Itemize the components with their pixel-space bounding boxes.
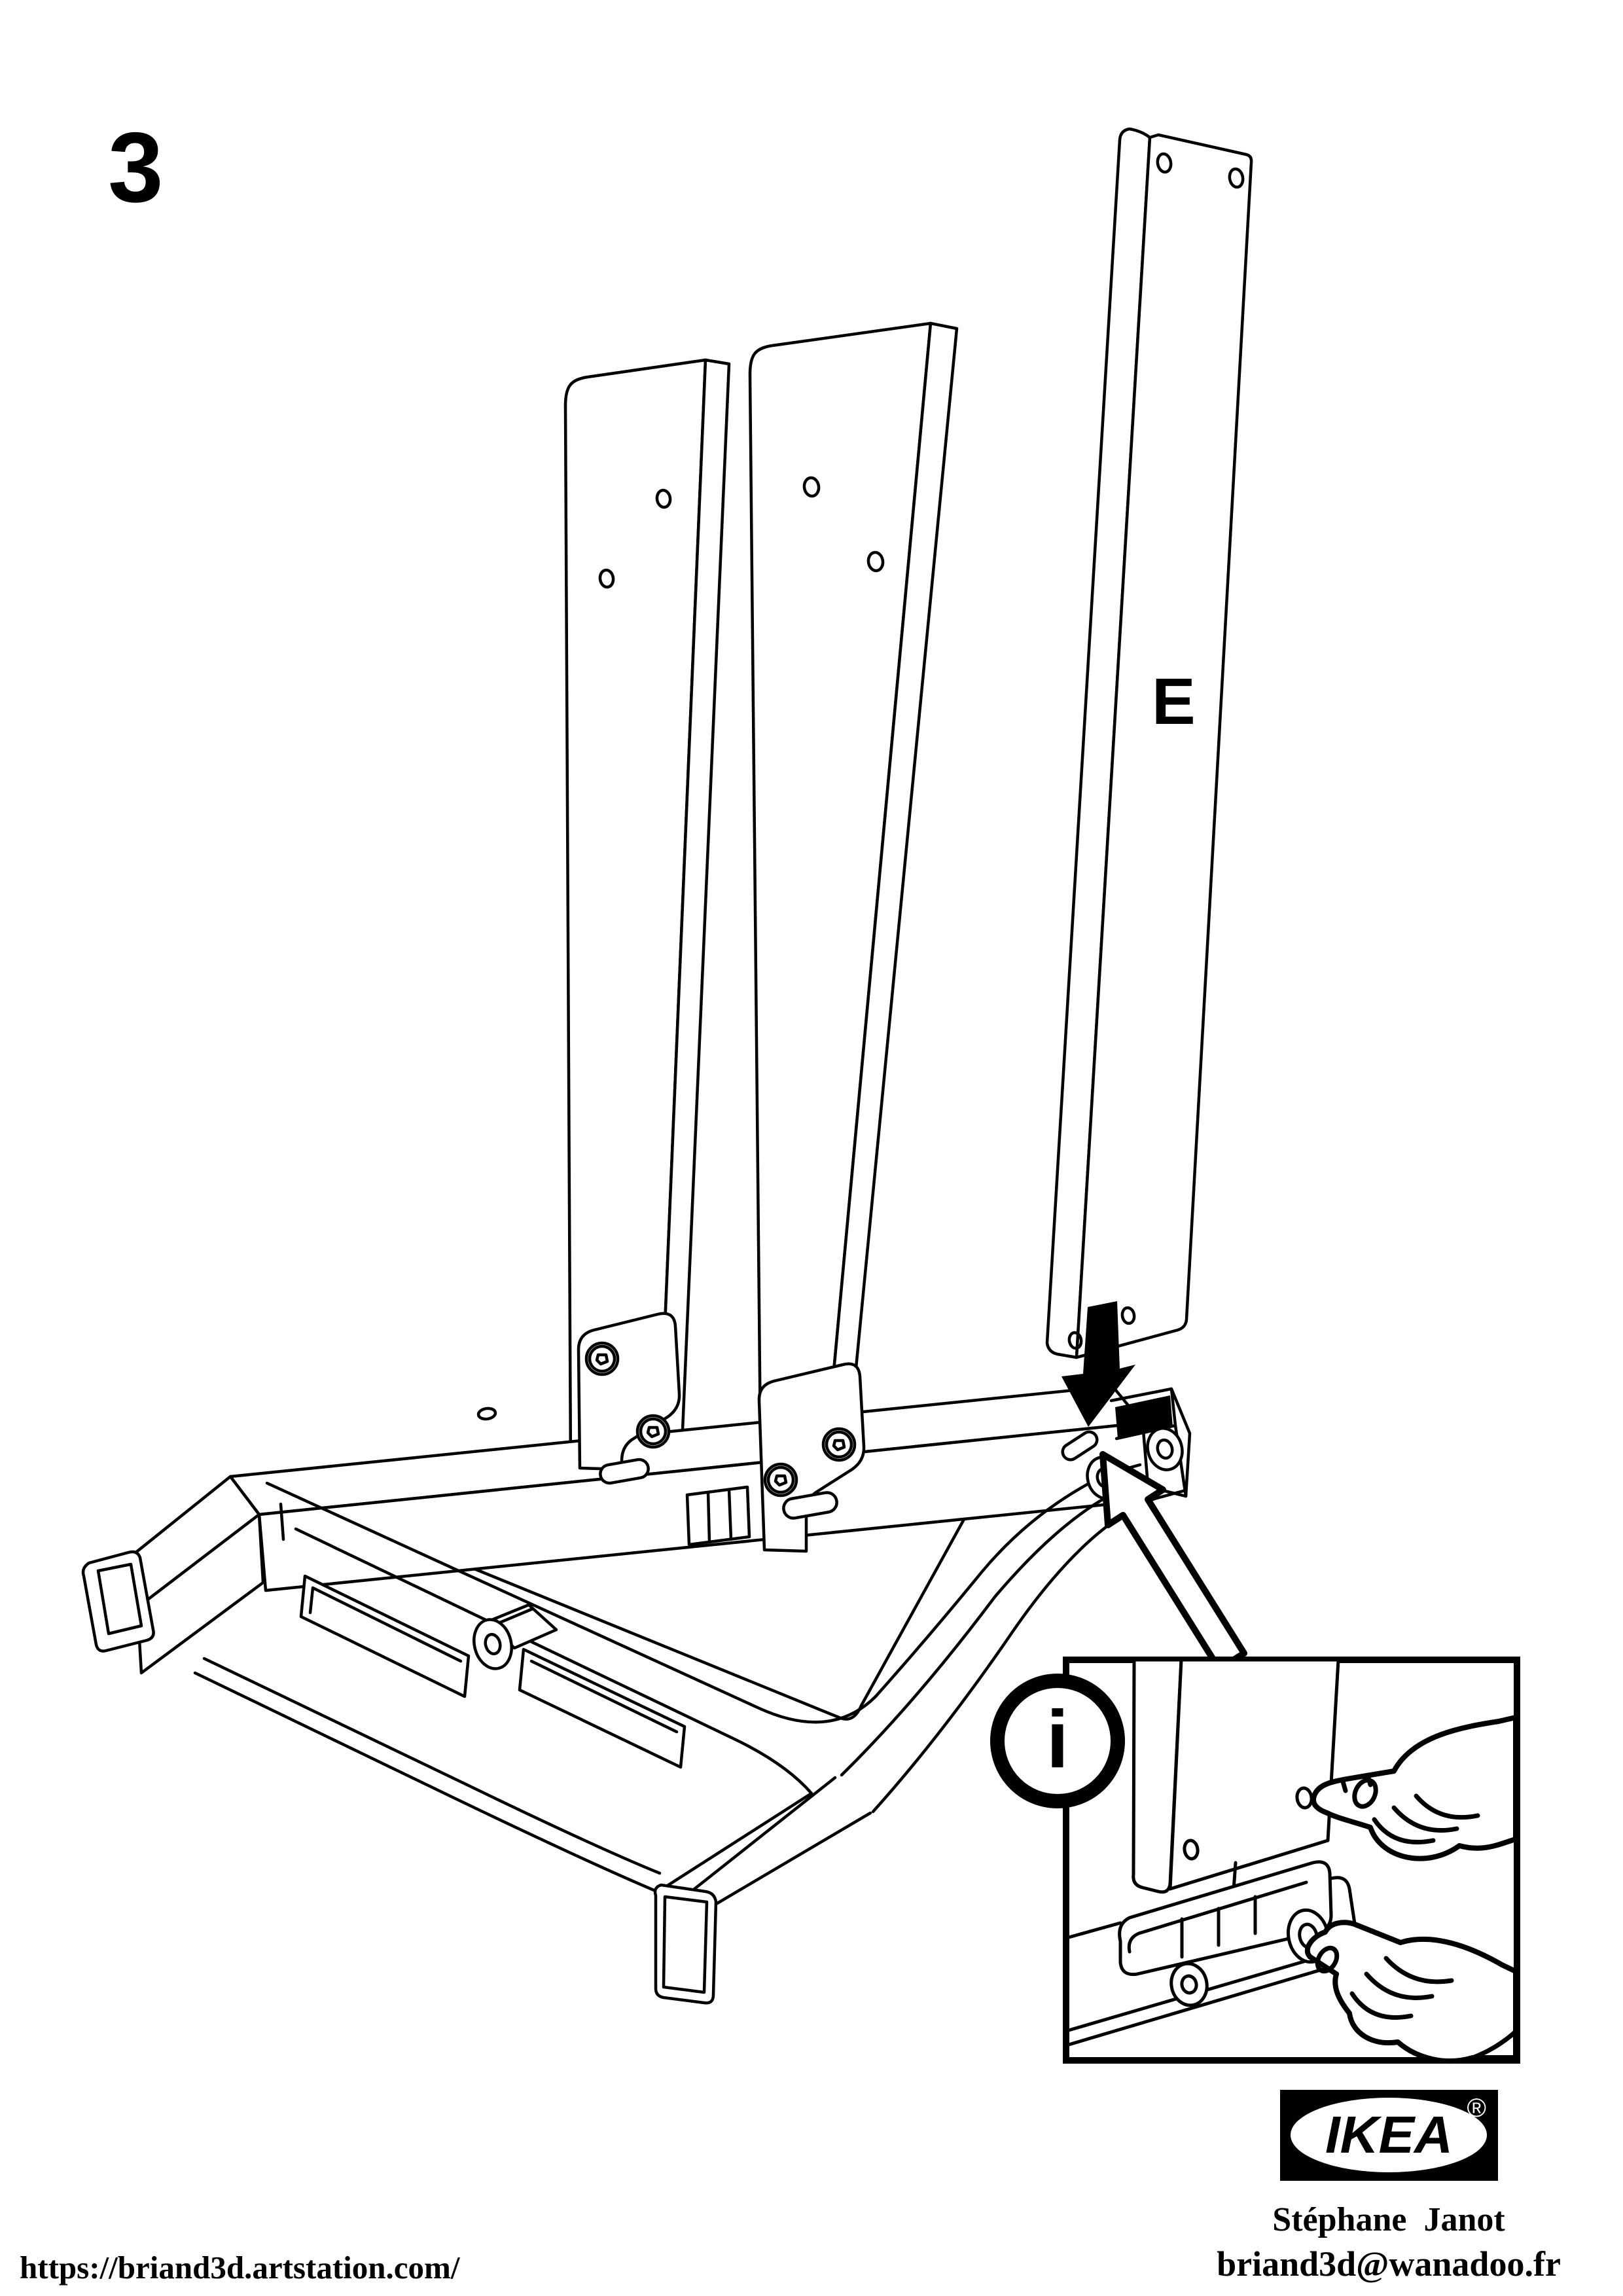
callout-arrow-icon bbox=[1099, 1451, 1247, 1672]
panel-e-illustration bbox=[1045, 127, 1253, 1359]
insert-arrow-icon bbox=[1061, 1301, 1135, 1427]
detail-inset-box bbox=[990, 1657, 1520, 2064]
pointing-hand-icon bbox=[1311, 1715, 1518, 1861]
pointing-hand-icon bbox=[1304, 1920, 1518, 2064]
screw-icon bbox=[584, 1341, 620, 1376]
ikea-logo-text: IKEA bbox=[1325, 2106, 1453, 2164]
info-icon bbox=[990, 1674, 1125, 1808]
ikea-logo-ellipse bbox=[1291, 2098, 1487, 2172]
ikea-logo: IKEA ® bbox=[1280, 2090, 1498, 2181]
screw-icon bbox=[635, 1414, 671, 1449]
part-label-e: E bbox=[1152, 665, 1196, 738]
screw-icon bbox=[821, 1427, 857, 1462]
info-icon-glyph: i bbox=[1046, 1695, 1069, 1785]
step-number: 3 bbox=[108, 112, 164, 223]
side-panels-illustration bbox=[563, 321, 959, 1471]
credit-email: briand3d@wanadoo.fr bbox=[1217, 2244, 1561, 2284]
credit-name: Stéphane Janot bbox=[1272, 2201, 1505, 2238]
base-frame-illustration bbox=[81, 1312, 1192, 2005]
footer-url: https://briand3d.artstation.com/ bbox=[20, 2250, 460, 2286]
screw-icon bbox=[763, 1462, 798, 1498]
registered-trademark-icon: ® bbox=[1467, 2094, 1486, 2123]
